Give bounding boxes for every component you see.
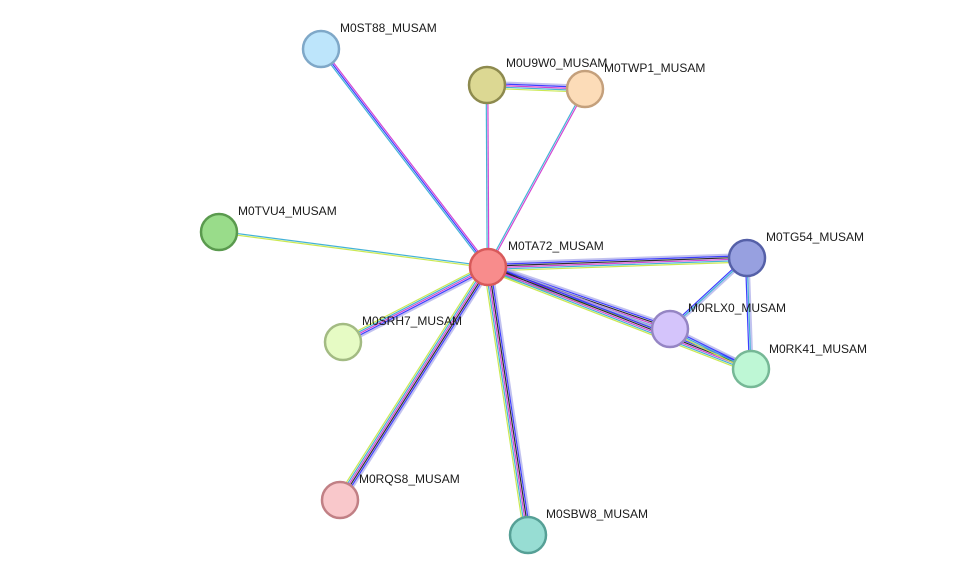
evidence-line-homology — [488, 262, 672, 327]
protein-label-m0rk41-musam: M0RK41_MUSAM — [769, 342, 867, 356]
evidence-line-experiments — [488, 258, 748, 269]
evidence-line-experiments — [338, 266, 488, 500]
interaction-edges — [218, 47, 754, 536]
protein-node-m0rqs8-musam[interactable] — [320, 480, 360, 520]
evidence-line-homology — [489, 262, 753, 367]
interaction-edge[interactable] — [485, 84, 490, 268]
evidence-line-co-expression — [487, 256, 747, 267]
evidence-line-co-expression — [340, 267, 490, 501]
protein-label-m0srh7-musam: M0SRH7_MUSAM — [362, 314, 462, 328]
protein-label-m0twp1-musam: M0TWP1_MUSAM — [604, 61, 705, 75]
protein-node-m0tvu4-musam[interactable] — [199, 212, 239, 252]
protein-label-m0ta72-musam: M0TA72_MUSAM — [508, 239, 604, 253]
evidence-line-experiments — [487, 84, 490, 267]
evidence-line-experiments — [342, 266, 489, 343]
evidence-line-databases — [219, 230, 489, 267]
evidence-line-homology — [490, 266, 533, 535]
interaction-edge[interactable] — [319, 47, 490, 269]
interaction-edge[interactable] — [486, 262, 753, 374]
interaction-edge[interactable] — [336, 264, 493, 503]
evidence-line-experiments — [488, 89, 587, 268]
evidence-line-databases — [485, 267, 527, 536]
evidence-line-text-mining — [341, 263, 487, 340]
protein-nodes — [199, 29, 771, 555]
evidence-line-homology — [487, 253, 747, 265]
protein-label-m0tg54-musam: M0TG54_MUSAM — [766, 230, 864, 244]
protein-label-m0sbw8-musam: M0SBW8_MUSAM — [546, 507, 648, 521]
evidence-line-experiments — [486, 267, 528, 536]
evidence-line-text-mining — [218, 232, 488, 269]
interaction-edge[interactable] — [486, 88, 587, 268]
evidence-line-databases — [319, 49, 488, 269]
protein-node-m0st88-musam[interactable] — [301, 29, 341, 69]
evidence-line-cooccurrence — [341, 267, 491, 502]
protein-node-m0srh7-musam[interactable] — [323, 322, 363, 362]
evidence-line-text-mining — [486, 270, 750, 374]
protein-node-m0twp1-musam[interactable] — [565, 69, 605, 109]
evidence-line-experiments — [487, 267, 751, 371]
evidence-line-text-mining — [483, 267, 525, 536]
protein-node-m0sbw8-musam[interactable] — [508, 515, 548, 555]
protein-node-m0ta72-musam[interactable] — [468, 247, 508, 287]
evidence-line-co-expression — [488, 265, 752, 369]
evidence-line-cooccurrence — [487, 255, 747, 266]
evidence-line-databases — [337, 265, 487, 500]
evidence-line-cooccurrence — [488, 264, 753, 368]
evidence-line-homology — [344, 268, 490, 346]
protein-labels: M0TA72_MUSAM M0ST88_MUSAM M0U9W0_MUSAMM0TW… — [238, 21, 867, 521]
evidence-line-co-expression — [488, 266, 530, 535]
interaction-edge[interactable] — [483, 266, 533, 536]
protein-node-m0rlx0-musam[interactable] — [650, 309, 690, 349]
interaction-edge[interactable] — [487, 253, 748, 272]
evidence-line-cooccurrence — [489, 266, 531, 535]
protein-node-m0u9w0-musam[interactable] — [467, 65, 507, 105]
evidence-line-databases — [341, 265, 488, 342]
evidence-line-text-mining — [336, 264, 486, 499]
protein-label-m0u9w0-musam: M0U9W0_MUSAM — [506, 56, 607, 70]
evidence-line-experiments — [321, 47, 490, 267]
evidence-line-databases — [486, 88, 585, 267]
protein-label-m0rqs8-musam: M0RQS8_MUSAM — [359, 472, 460, 486]
interaction-edge[interactable] — [218, 230, 489, 269]
evidence-line-databases — [485, 85, 488, 268]
protein-label-m0rlx0-musam: M0RLX0_MUSAM — [688, 301, 786, 315]
evidence-line-text-mining — [488, 261, 748, 272]
protein-node-m0tg54-musam[interactable] — [727, 238, 767, 278]
evidence-line-cooccurrence — [343, 267, 490, 344]
evidence-line-databases — [488, 259, 748, 270]
protein-label-m0tvu4-musam: M0TVU4_MUSAM — [238, 204, 337, 218]
protein-node-m0rk41-musam[interactable] — [731, 349, 771, 389]
evidence-line-databases — [486, 268, 751, 372]
evidence-line-cooccurrence — [320, 48, 489, 268]
evidence-line-homology — [342, 268, 493, 503]
interaction-edge[interactable] — [341, 263, 490, 346]
protein-label-m0st88-musam: M0ST88_MUSAM — [340, 21, 437, 35]
